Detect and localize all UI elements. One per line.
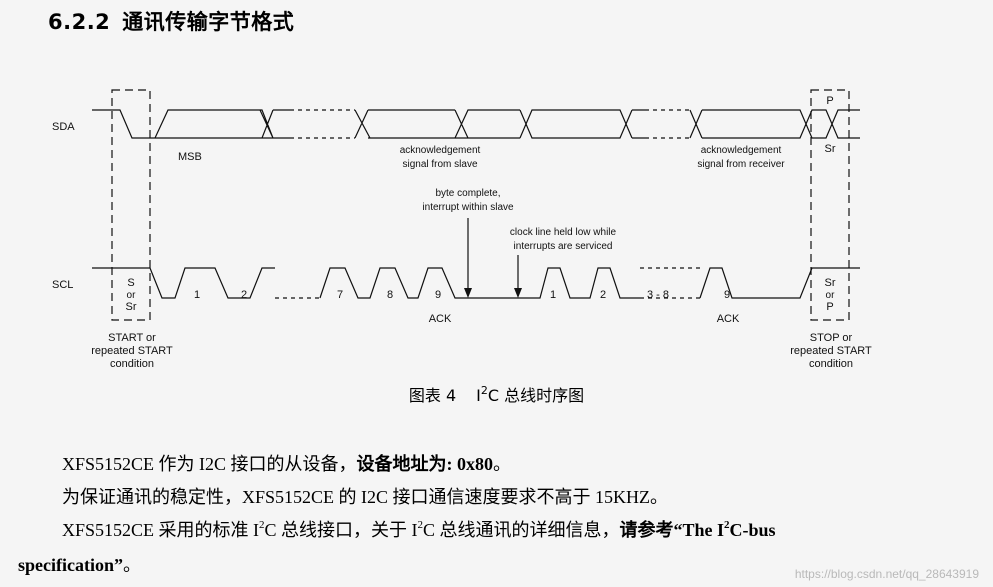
start-cond-1: START or [108,332,156,344]
p3-bold-a: 请参考“The I [619,520,725,540]
clock-b-3-8: 3 - 8 [647,289,669,301]
p3-bold-b: C-bus [729,520,776,540]
ack-slave-line2: signal from slave [402,159,477,170]
clock-held-line1: clock line held low while [510,227,617,238]
paragraph-4: specification”。 [18,553,141,577]
paragraph-3: XFS5152CE 采用的标准 I2C 总线接口，关于 I2C 总线通讯的详细信… [62,518,776,542]
scl-waveform [92,267,860,299]
stop-scl-or: or [826,290,836,301]
p4-end: 。 [123,555,141,575]
section-title: 通讯传输字节格式 [122,10,295,34]
section-heading: 6.2.2 通讯传输字节格式 [48,6,294,36]
p3-c: C 总线通讯的详细信息， [423,520,620,540]
p1-bold: 设备地址为: 0x80 [356,454,494,474]
start-box [111,89,151,321]
scl-label: SCL [52,279,73,291]
stop-cond-3: condition [809,358,853,370]
ack-label-2: ACK [717,313,740,325]
msb-label: MSB [178,151,202,163]
caption-suffix: C 总线时序图 [487,386,585,405]
p3-b: C 总线接口，关于 I [264,520,418,540]
p1-end: 。 [493,454,512,474]
p1-text: XFS5152CE 作为 I2C 接口的从设备， [62,454,357,474]
i2c-timing-diagram: SDA SCL MSB acknowledgement signal from … [52,89,872,370]
stop-box-sr: Sr [825,143,836,155]
start-cond-3: condition [110,358,154,370]
start-box-s: S [127,277,134,289]
stop-scl-sr: Sr [825,277,836,289]
clock-held-line2: interrupts are serviced [514,241,613,252]
figure-caption: 图表 4 I2C 总线时序图 [0,382,993,406]
sda-label: SDA [52,121,75,133]
ack-receiver-line1: acknowledgement [701,145,782,156]
caption-i: I [476,386,481,405]
ack-label-1: ACK [429,313,452,325]
p3-bold-sup: 2 [724,519,730,531]
paragraph-1: XFS5152CE 作为 I2C 接口的从设备，设备地址为: 0x80。 [62,452,511,476]
ack-slave-line1: acknowledgement [400,145,481,156]
p3-sup2: 2 [417,519,424,531]
start-box-sr: Sr [126,301,137,313]
p3-a: XFS5152CE 采用的标准 I [62,520,260,540]
stop-cond-2: repeated START [790,345,872,357]
stop-box [810,89,850,321]
byte-complete-line1: byte complete, [435,188,500,199]
caption-sup: 2 [480,383,488,397]
p3-sup1: 2 [259,519,265,531]
sda-gap-dashes [290,109,690,139]
paragraph-2: 为保证通讯的稳定性，XFS5152CE 的 I2C 接口通信速度要求不高于 15… [62,485,668,509]
clock-b-2: 2 [600,289,606,301]
sda-waveform [92,109,860,139]
stop-cond-1: STOP or [810,332,853,344]
stop-box-p: P [826,95,833,107]
clock-b-9: 9 [724,289,730,301]
clock-b-1: 1 [550,289,556,301]
start-box-or: or [127,290,137,301]
watermark: https://blog.csdn.net/qq_28643919 [794,567,979,581]
caption-prefix: 图表 4 [408,386,457,405]
start-cond-2: repeated START [91,345,173,357]
clock-1: 1 [194,289,200,301]
clock-8: 8 [387,289,393,301]
clock-7: 7 [337,289,343,301]
p4-bold: specification” [18,555,123,575]
scl-gap-dashes [275,267,700,299]
clock-9: 9 [435,289,441,301]
ack-receiver-line2: signal from receiver [697,159,785,170]
byte-complete-line2: interrupt within slave [422,202,514,213]
stop-scl-p: P [826,301,833,313]
p2-text: 为保证通讯的稳定性，XFS5152CE 的 I2C 接口通信速度要求不高于 15… [62,487,669,507]
section-number: 6.2.2 [48,10,111,34]
clock-2: 2 [241,289,247,301]
